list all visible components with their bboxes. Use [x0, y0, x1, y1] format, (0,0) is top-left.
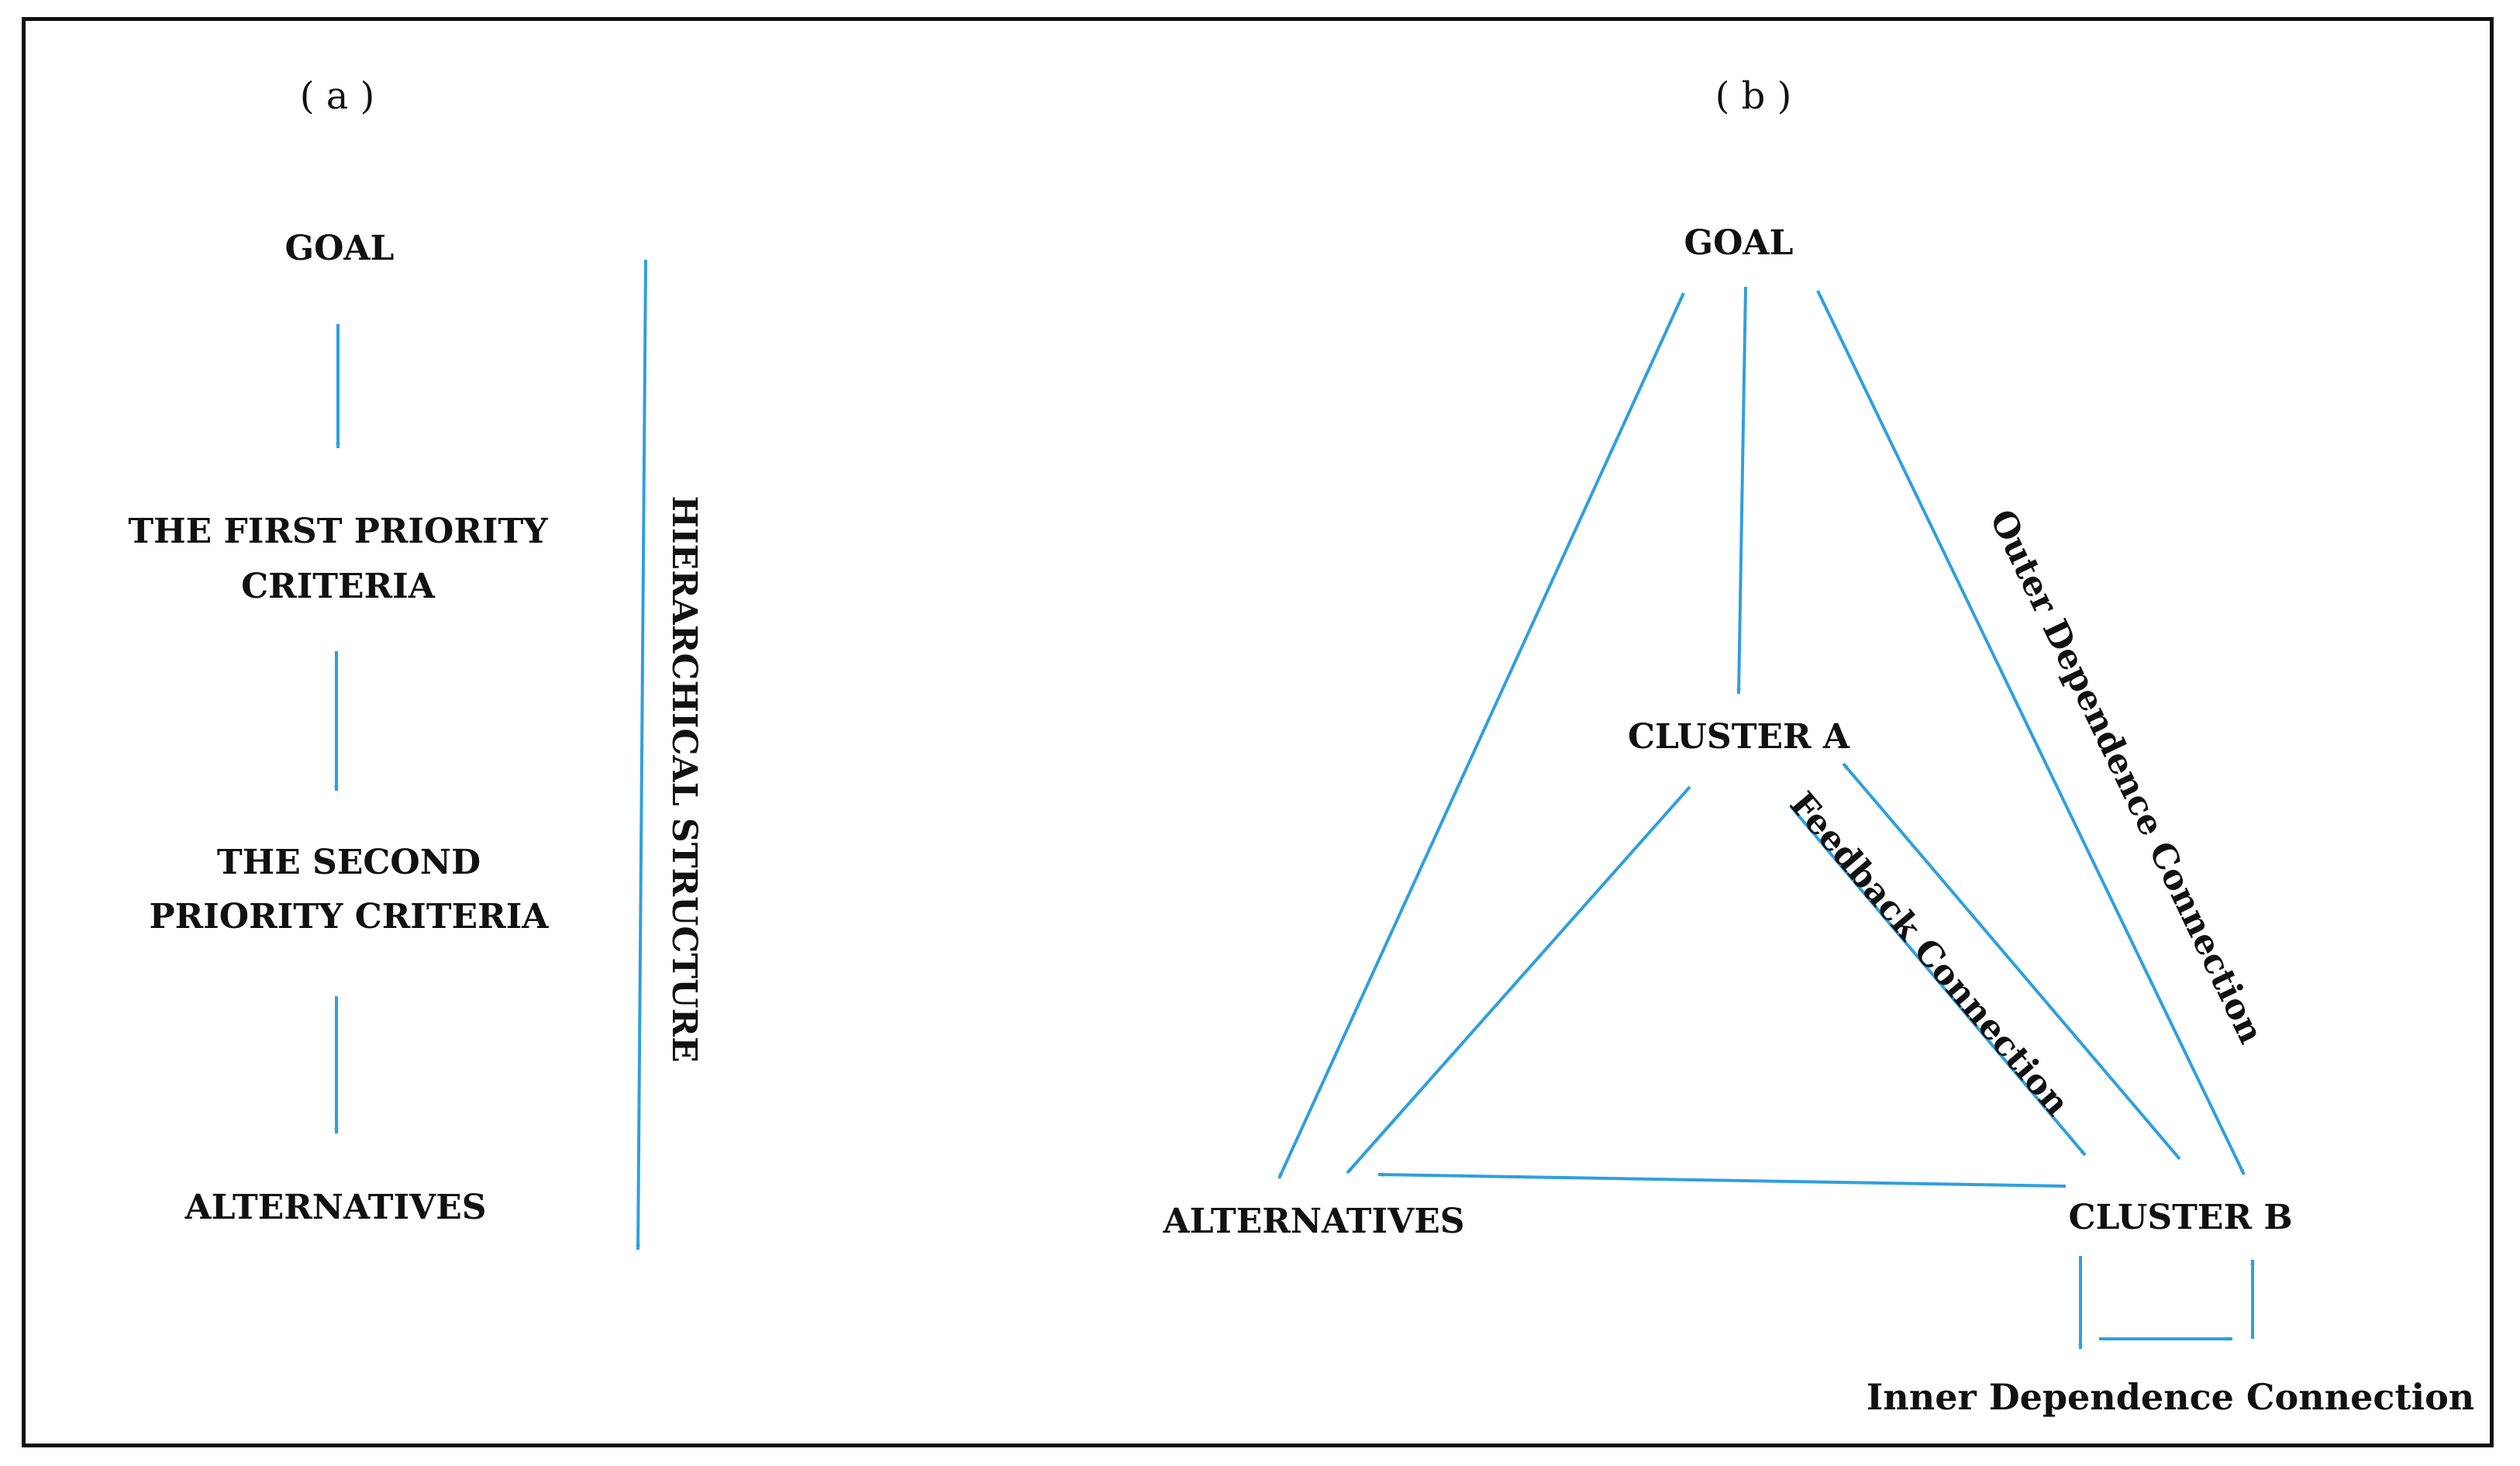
panel-b-arrow-goal-to-cluster-b: [1816, 290, 2246, 1175]
panel-a-goal-node: GOAL: [285, 229, 395, 268]
panel-b-arrow-goal-to-alternatives: [1277, 292, 1685, 1179]
panel-b-cluster-b-node: CLUSTER B: [2068, 1198, 2292, 1237]
panel-a-second-criteria-line1: THE SECOND: [217, 843, 481, 882]
panel-b-arrow-cluster-b-to-alternatives: [1377, 1172, 2067, 1188]
panel-b-cluster-a-node: CLUSTER A: [1628, 717, 1850, 757]
panel-b-inner-dependence-label: Inner Dependence Connection: [1867, 1376, 2474, 1418]
panel-a-first-criteria-line1: THE FIRST PRIORITY: [128, 512, 548, 551]
panel-b-goal-node: GOAL: [1684, 223, 1794, 263]
panel-a: ( a ) GOAL THE FIRST PRIORITY CRITERIA T…: [128, 74, 704, 1250]
panel-b-arrow-goal-to-cluster-a: [1736, 286, 1747, 695]
panel-a-alternatives-node: ALTERNATIVES: [184, 1188, 486, 1227]
figure-frame: [22, 17, 2494, 1447]
panel-b-label: ( b ): [1715, 74, 1792, 118]
panel-b-feedback-label: Feedback Connection: [1782, 785, 2077, 1123]
panel-b-arrow-cluster-a-to-cluster-b: [1789, 805, 2087, 1157]
panel-b-arrow-cluster-a-to-alternatives: [1346, 785, 1691, 1175]
panel-b: ( b ) GOAL CLUSTER A ALTERNATIVES CLUSTE…: [1162, 74, 2474, 1418]
panel-b-outer-dependence-label: Outer Dependence Connection: [1982, 504, 2271, 1050]
panel-b-arrow-cluster-b-to-cluster-a: [1842, 762, 2181, 1161]
panel-a-second-criteria-line2: PRIORITY CRITERIA: [150, 897, 550, 937]
panel-a-hierarchical-structure-label: HIERARCHICAL STRUCTURE: [664, 495, 704, 1062]
panel-a-hierarchy-arrow: [636, 259, 647, 1250]
panel-a-first-criteria-line2: CRITERIA: [241, 567, 436, 606]
panel-a-label: ( a ): [300, 74, 375, 118]
panel-b-alternatives-node: ALTERNATIVES: [1162, 1202, 1464, 1241]
